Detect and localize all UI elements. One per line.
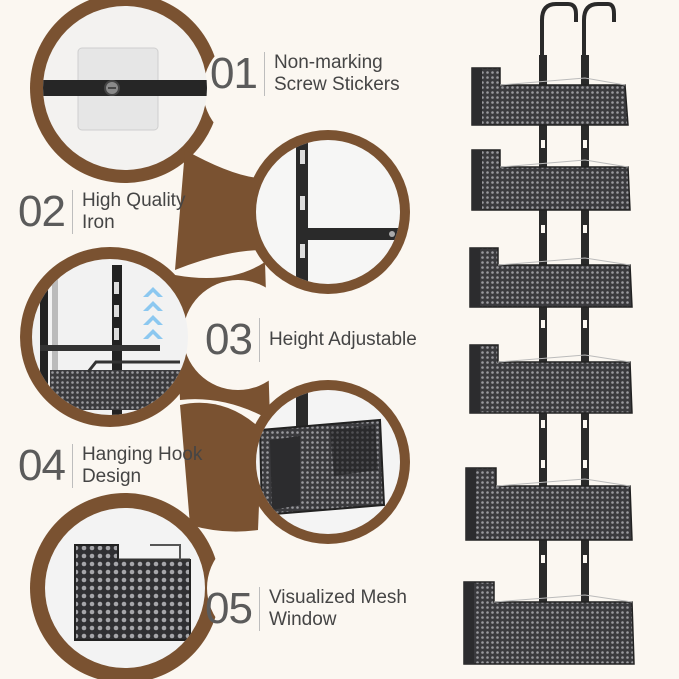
divider xyxy=(263,52,265,96)
feature-label-line-1: Visualized Mesh xyxy=(268,587,407,608)
over-door-rack-photo xyxy=(463,1,635,665)
feature-label: Height Adjustable xyxy=(269,329,417,351)
feature-label-line-1: Height Adjustable xyxy=(268,329,417,350)
feature-01: 01 Non-marking Screw Stickers xyxy=(210,52,400,96)
iron-bracket-photo xyxy=(256,140,400,284)
feature-label-line-2: Screw Stickers xyxy=(273,74,400,95)
feature-number: 05 xyxy=(205,584,253,633)
mesh-basket-photo xyxy=(45,508,205,668)
band-scoops xyxy=(183,35,317,643)
feature-label-line-2: Design xyxy=(81,466,142,487)
rack-basket-2 xyxy=(471,149,631,211)
adjustable-rails-photo xyxy=(32,259,188,415)
feature-label-line-1: High Quality xyxy=(81,190,186,211)
feature-label: Hanging Hook Design xyxy=(82,444,202,488)
feature-label-line-1: Non-marking xyxy=(273,52,383,73)
feature-number: 01 xyxy=(210,49,258,98)
screw-sticker-photo xyxy=(43,6,207,170)
rack-basket-1 xyxy=(471,67,629,126)
feature-number: 04 xyxy=(18,441,66,490)
rack-basket-4 xyxy=(469,344,633,414)
feature-label-line-1: Hanging Hook xyxy=(81,444,203,465)
feature-label: Non-marking Screw Stickers xyxy=(274,52,400,96)
feature-05: 05 Visualized Mesh Window xyxy=(205,587,407,631)
divider xyxy=(258,318,260,362)
feature-03: 03 Height Adjustable xyxy=(205,318,417,362)
feature-number: 02 xyxy=(18,187,66,236)
feature-number: 03 xyxy=(205,315,253,364)
up-arrows-icon xyxy=(143,287,163,339)
divider xyxy=(71,190,73,234)
feature-label: High Quality Iron xyxy=(82,190,186,234)
feature-label-line-2: Iron xyxy=(81,212,115,233)
feature-04: 04 Hanging Hook Design xyxy=(18,444,202,488)
divider xyxy=(71,444,73,488)
rack-basket-6 xyxy=(463,581,635,665)
feature-label-line-2: Window xyxy=(268,609,337,630)
feature-label: Visualized Mesh Window xyxy=(269,587,407,631)
rack-basket-3 xyxy=(469,247,633,308)
rack-basket-5 xyxy=(465,467,633,541)
hanging-hook-photo xyxy=(256,390,400,534)
feature-02: 02 High Quality Iron xyxy=(18,190,185,234)
divider xyxy=(258,587,260,631)
